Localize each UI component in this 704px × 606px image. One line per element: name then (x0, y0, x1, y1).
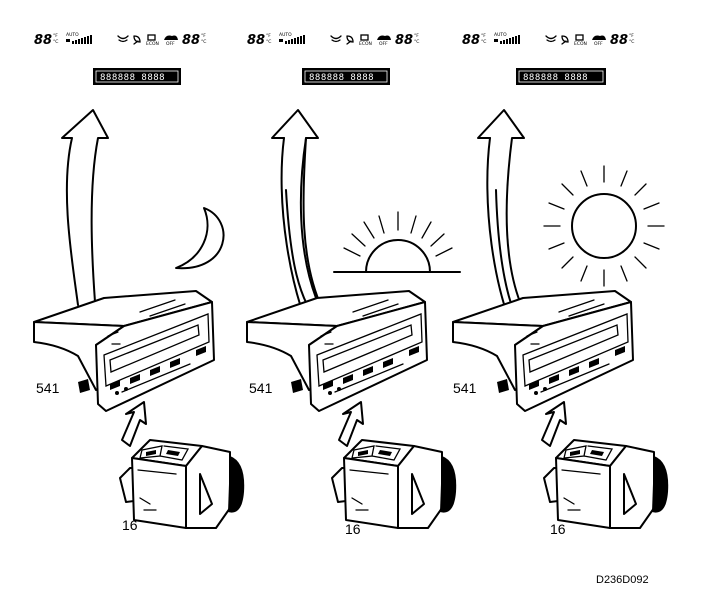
svg-text:°C: °C (481, 39, 486, 45)
switch-label: 16 (345, 521, 361, 537)
lcd-display: 888888 8888 (93, 68, 181, 85)
status-strip: 88 °F°C AUTO ECON OFF 88 °F°C (247, 32, 419, 48)
left-temp-digits: 88 (34, 33, 52, 48)
svg-text:OFF: OFF (379, 41, 388, 47)
sensor-arrow (338, 401, 364, 447)
unit-label: 541 (249, 380, 273, 396)
light-sensor-switch (543, 439, 670, 529)
svg-text:°C: °C (414, 39, 419, 45)
svg-text:°C: °C (53, 39, 58, 45)
sun-icon (543, 165, 665, 287)
sensor-arrow (121, 401, 147, 447)
lcd-segments: 888888 8888 (523, 73, 588, 83)
lcd-segments: 888888 8888 (309, 73, 374, 83)
figure-code: D236D092 (596, 574, 649, 586)
svg-text:OFF: OFF (594, 41, 603, 47)
sensor-arrow (541, 401, 567, 447)
head-unit (246, 290, 428, 412)
switch-label: 16 (550, 521, 566, 537)
lcd-display: 888888 8888 (516, 68, 606, 85)
status-strip: 88 °F°C AUTO ECON OFF 88 °F°C (34, 32, 206, 48)
svg-text:AUTO: AUTO (279, 32, 292, 38)
head-unit (33, 290, 215, 412)
sunrise-icon (333, 211, 461, 273)
svg-text:ECON: ECON (359, 41, 372, 47)
lcd-segments: 888888 8888 (100, 73, 165, 83)
right-temp-digits: 88 (610, 33, 628, 48)
svg-text:°F: °F (201, 33, 206, 39)
svg-text:°F: °F (414, 33, 419, 39)
svg-text:AUTO: AUTO (66, 32, 79, 38)
right-temp-digits: 88 (182, 33, 200, 48)
light-sensor-switch (331, 439, 458, 529)
svg-text:AUTO: AUTO (494, 32, 507, 38)
svg-text:°F: °F (629, 33, 634, 39)
head-unit (452, 290, 634, 412)
light-arrow (61, 109, 109, 306)
right-temp-digits: 88 (395, 33, 413, 48)
panel-sunrise: 88 °F°C AUTO ECON OFF 88 °F°C 888888 888… (246, 32, 461, 537)
light-sensor-switch (119, 439, 246, 529)
unit-label: 541 (36, 380, 60, 396)
unit-label: 541 (453, 380, 477, 396)
svg-text:°F: °F (266, 33, 271, 39)
svg-text:°C: °C (629, 39, 634, 45)
panel-day: 88 °F°C AUTO ECON OFF 88 °F°C 888888 888… (452, 32, 670, 537)
svg-text:ECON: ECON (574, 41, 587, 47)
left-temp-digits: 88 (247, 33, 265, 48)
svg-text:°C: °C (201, 39, 206, 45)
svg-text:OFF: OFF (166, 41, 175, 47)
svg-text:°C: °C (266, 39, 271, 45)
svg-text:°F: °F (481, 33, 486, 39)
lcd-display: 888888 8888 (302, 68, 390, 85)
status-strip: 88 °F°C AUTO ECON OFF 88 °F°C (462, 32, 634, 48)
svg-text:ECON: ECON (146, 41, 159, 47)
left-temp-digits: 88 (462, 33, 480, 48)
svg-text:°F: °F (53, 33, 58, 39)
panel-night: 88 °F°C AUTO ECON OFF 88 °F°C 888888 888… (33, 32, 246, 533)
moon-icon (175, 207, 225, 270)
switch-label: 16 (122, 517, 138, 533)
